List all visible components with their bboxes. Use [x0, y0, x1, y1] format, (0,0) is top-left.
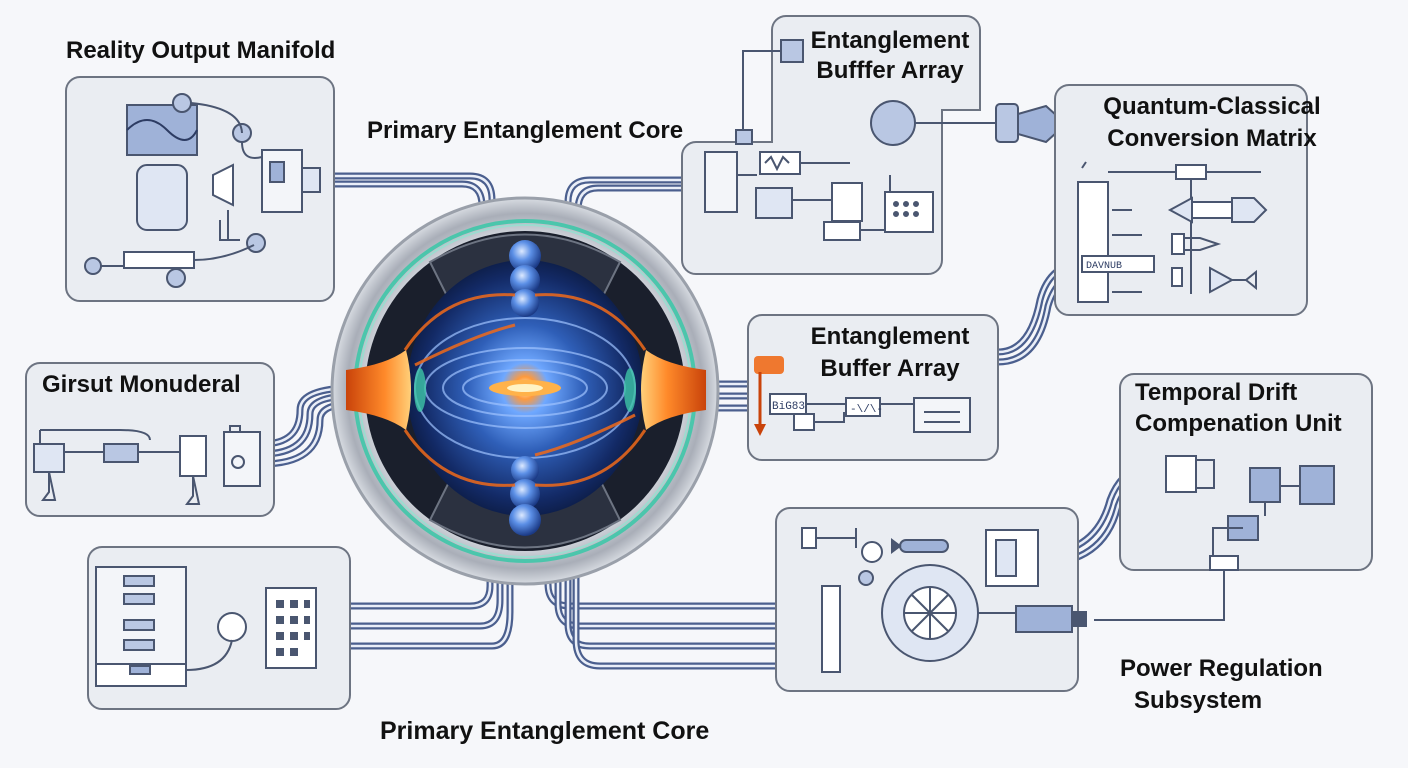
panel-power-regulation [775, 507, 1087, 692]
panel-entanglement-buffer-top [681, 15, 1068, 275]
panel-reality-output-manifold [65, 76, 335, 302]
panel-primary-core-input [87, 546, 351, 710]
label-primary-core-bottom: Primary Entanglement Core [380, 717, 710, 745]
label-girsut-monuderal: Girsut Monuderal [42, 371, 241, 398]
label-buffer-top-line1: Entanglement [810, 27, 970, 54]
cable-core-7 [314, 558, 492, 608]
cable-core-4 [260, 386, 348, 446]
panel-quantum-classical-conversion [1054, 84, 1308, 316]
label-qc-line1: Quantum-Classical [1103, 93, 1321, 120]
panel-temporal-drift [1094, 373, 1373, 621]
label-primary-core-top: Primary Entanglement Core [367, 117, 684, 144]
panel-entanglement-buffer-mid: BiG83 -\/\- [747, 314, 999, 461]
label-power-line2: Subsystem [1134, 687, 1263, 714]
cable-core-8 [314, 560, 502, 628]
label-buffer-mid-line2: Buffer Array [820, 355, 960, 382]
cable-core-11 [556, 560, 808, 628]
label-power-line1: Power Regulation [1120, 655, 1323, 682]
cable-13 [572, 558, 810, 670]
cable-core-13 [574, 560, 808, 668]
label-reality-output-manifold: Reality Output Manifold [66, 37, 336, 64]
entanglement-core [330, 196, 784, 586]
label-qc-line2: Conversion Matrix [1107, 125, 1317, 152]
label-temporal-line2: Compenation Unit [1135, 410, 1342, 437]
label-temporal-line1: Temporal Drift [1135, 379, 1298, 406]
buffer-mid-chip-label: BiG83 [772, 401, 805, 413]
qc-chip-label: DAVNUB [1086, 261, 1122, 272]
cable-core-5 [260, 394, 348, 456]
panel-girsut-monuderal [25, 362, 275, 517]
buffer-mid-signal-label: -\/\- [850, 404, 883, 416]
label-buffer-top-line2: Bufffer Array [816, 57, 964, 84]
label-buffer-mid-line1: Entanglement [810, 323, 970, 350]
cable-core-9 [314, 560, 512, 648]
